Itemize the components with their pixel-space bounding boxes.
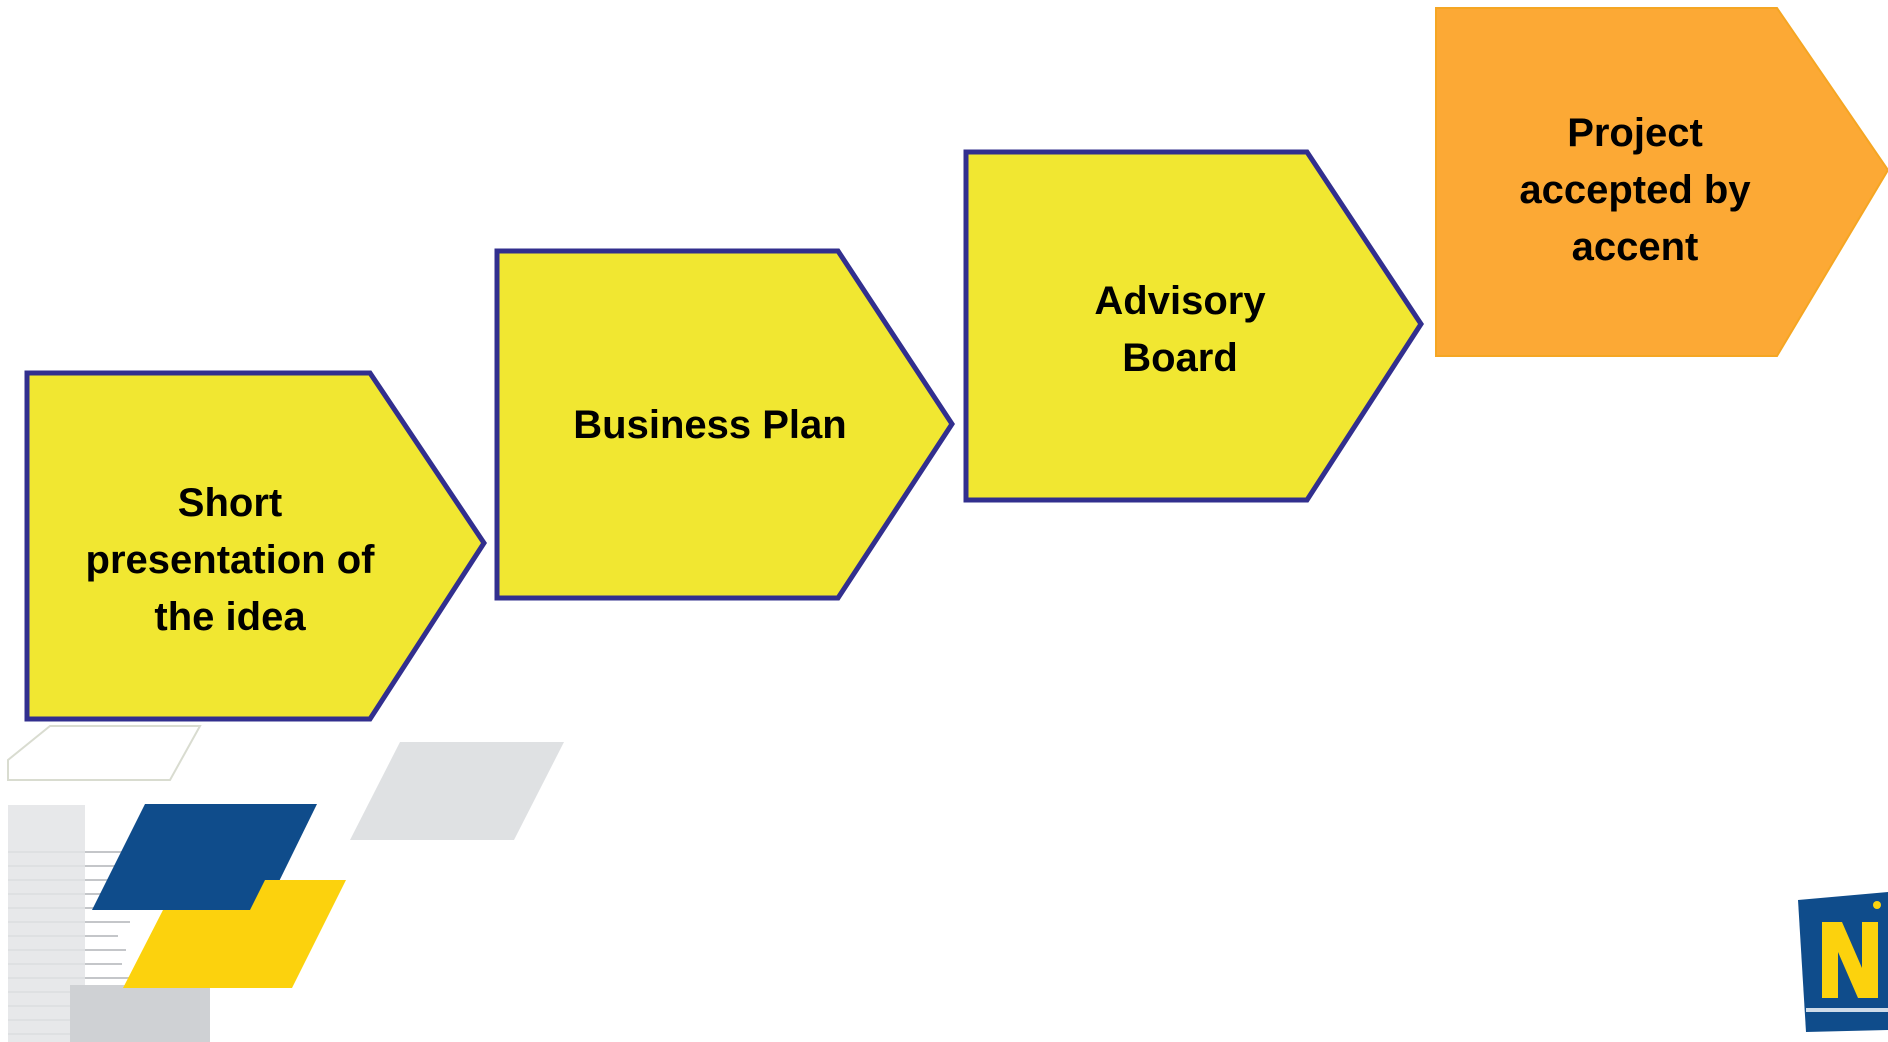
step-shape-project-accepted bbox=[1435, 7, 1888, 357]
niederoesterreich-logo bbox=[1798, 892, 1888, 1032]
step-shape-business-plan bbox=[494, 248, 955, 601]
step-shape-advisory-board bbox=[963, 149, 1424, 503]
step-label-business-plan: Business Plan bbox=[573, 402, 847, 447]
light-gray-block bbox=[8, 805, 85, 1042]
step-shape-short-presentation bbox=[24, 370, 487, 722]
gray-block-bottom bbox=[70, 985, 210, 1042]
step-label-project-accepted: Project accepted by accent bbox=[1519, 110, 1751, 269]
gray-parallelogram bbox=[350, 742, 564, 840]
step-label-short-presentation: Short presentation of the idea bbox=[85, 480, 375, 639]
decorative-graphic bbox=[7, 725, 564, 1042]
blue-parallelogram bbox=[92, 804, 317, 910]
step-label-advisory-board: Advisory Board bbox=[1094, 279, 1266, 380]
outline-parallelogram bbox=[7, 725, 202, 781]
yellow-parallelogram bbox=[123, 880, 346, 988]
